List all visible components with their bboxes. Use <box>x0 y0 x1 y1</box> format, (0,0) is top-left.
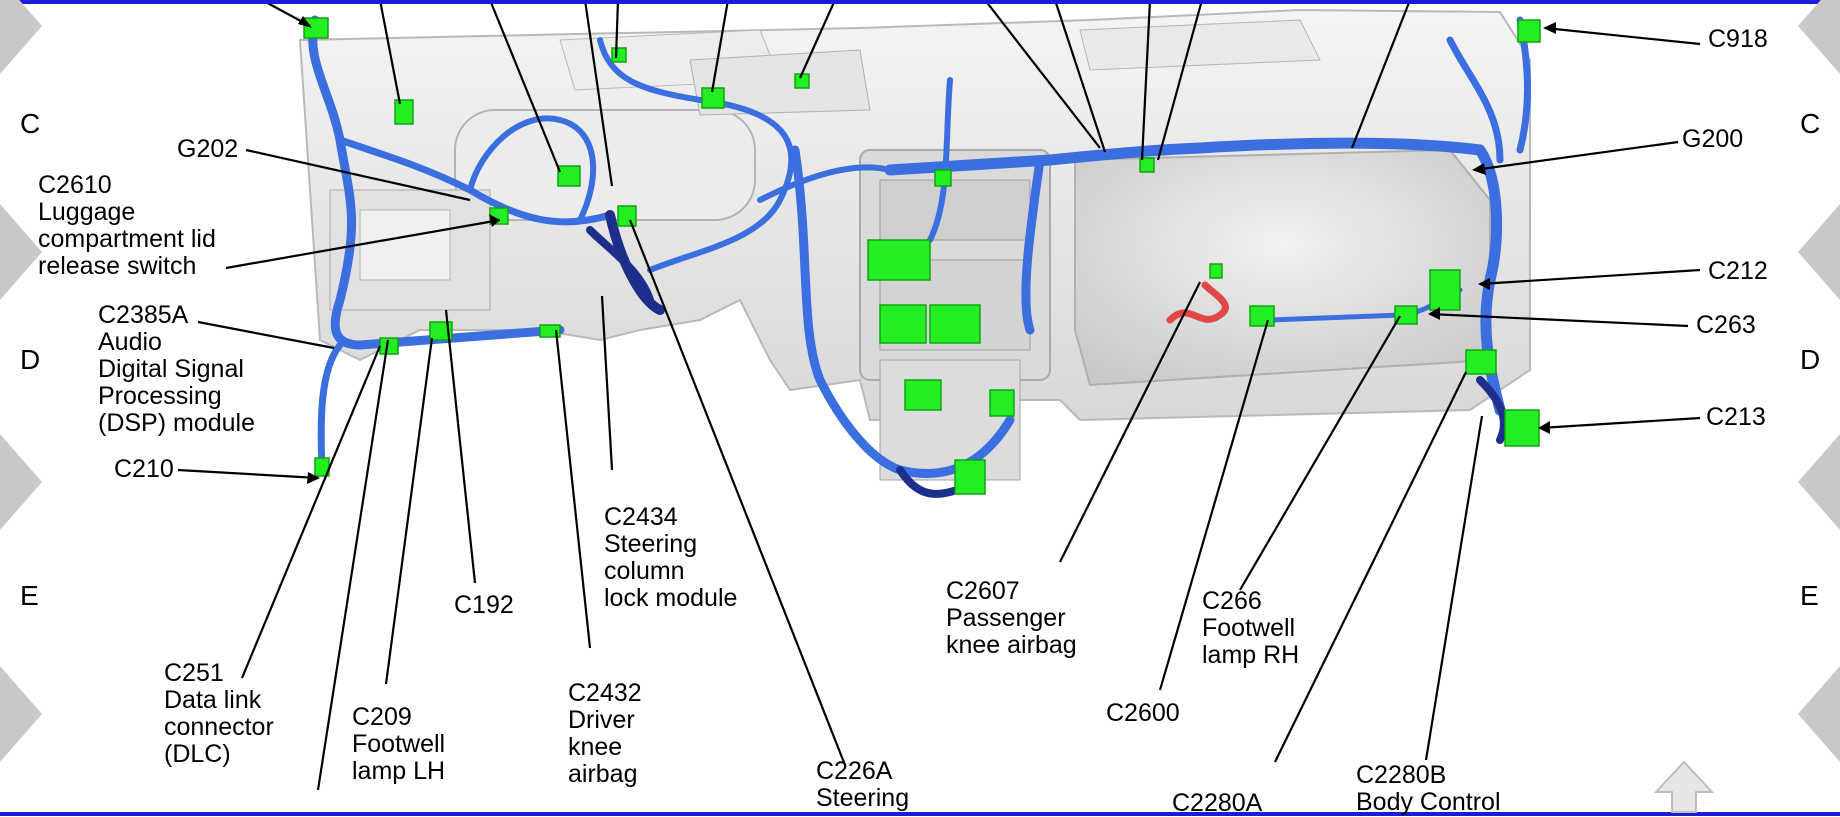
callout-g202: G202 <box>177 135 239 163</box>
triangle-left-icon[interactable] <box>0 666 42 762</box>
callout-c226a: C226A Steering <box>816 757 910 812</box>
connector-block <box>611 47 627 63</box>
connector-block <box>989 389 1015 417</box>
callout-c212: C212 <box>1708 257 1768 285</box>
connector-block <box>1249 305 1275 327</box>
zone-label-d-right: D <box>1800 344 1821 375</box>
triangle-right-icon[interactable] <box>1798 666 1840 762</box>
callout-c2434: C2434 Steering column lock module <box>604 503 738 612</box>
callout-c263: C263 <box>1696 311 1756 339</box>
callout-c2600: C2600 <box>1106 699 1180 727</box>
connector-block <box>1429 269 1461 311</box>
zone-label-e-left: E <box>20 580 39 611</box>
callout-c266: C266 Footwell lamp RH <box>1202 587 1300 669</box>
connector-block <box>303 17 329 39</box>
connector-block <box>1517 19 1541 43</box>
callout-c918: C918 <box>1708 25 1768 53</box>
connector-block <box>867 239 931 281</box>
callout-c251: C251 Data link connector (DLC) <box>164 659 274 768</box>
wiring-harness <box>308 15 1531 498</box>
callout-c2607: C2607 Passenger knee airbag <box>946 577 1077 659</box>
arrow-heads <box>298 16 1556 484</box>
triangle-left-icon[interactable] <box>0 204 42 300</box>
zone-label-c-left: C <box>20 108 41 139</box>
connector-block <box>929 304 981 344</box>
connector-block <box>1504 409 1540 447</box>
connector-block <box>557 165 581 187</box>
leader-lines <box>177 0 1701 791</box>
callout-c2385a: C2385A Audio Digital Signal Processing (… <box>98 301 255 437</box>
callout-c2610: C2610 Luggage compartment lid release sw… <box>38 171 216 280</box>
connector-block <box>1209 263 1223 279</box>
callout-c213: C213 <box>1706 403 1766 431</box>
callout-c192: C192 <box>454 591 514 619</box>
triangle-right-icon[interactable] <box>1798 0 1840 74</box>
connector-block <box>617 205 637 227</box>
triangle-left-icon[interactable] <box>0 0 42 74</box>
callout-c210: C210 <box>114 455 174 483</box>
connector-block <box>1465 349 1497 375</box>
zone-label-c-right: C <box>1800 108 1821 139</box>
callout-c2280a: C2280A <box>1172 789 1263 817</box>
connector-block <box>879 304 927 344</box>
arrow-up-icon[interactable] <box>1652 758 1716 814</box>
callout-g200: G200 <box>1682 125 1744 153</box>
callout-c2280b: C2280B Body Control <box>1356 761 1501 816</box>
callout-c2432: C2432 Driver knee airbag <box>568 679 642 788</box>
connector-block <box>934 169 952 187</box>
connector-block <box>429 321 453 341</box>
zone-label-e-right: E <box>1800 580 1819 611</box>
connector-block <box>1139 157 1155 173</box>
triangle-right-icon[interactable] <box>1798 204 1840 300</box>
connector-block <box>904 379 942 411</box>
connector-block <box>1394 305 1418 325</box>
connector-block <box>394 99 414 125</box>
triangle-left-icon[interactable] <box>0 434 42 530</box>
instrument-panel <box>298 8 1531 481</box>
connector-block <box>954 459 986 495</box>
callout-c209: C209 Footwell lamp LH <box>352 703 446 785</box>
zone-label-d-left: D <box>20 344 41 375</box>
connector-block <box>539 324 561 338</box>
triangle-right-icon[interactable] <box>1798 434 1840 530</box>
